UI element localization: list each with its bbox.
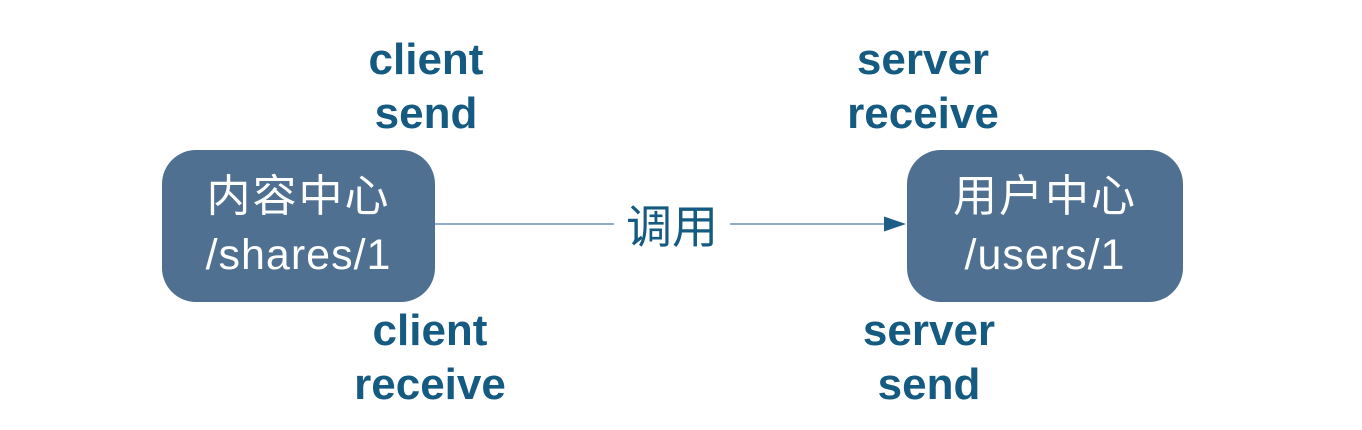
node-content-center-title: 内容中心: [206, 172, 391, 221]
arrow-head-icon: [884, 216, 906, 232]
label-client-send-line1: client: [368, 35, 484, 84]
label-server-receive-line1: server: [856, 35, 990, 84]
label-client-send: client send: [369, 33, 484, 141]
label-server-send: server send: [863, 304, 995, 412]
label-server-send-line1: server: [862, 306, 996, 355]
label-client-receive-line1: client: [372, 306, 488, 355]
label-server-receive: server receive: [847, 33, 999, 141]
node-content-center: 内容中心 /shares/1: [162, 150, 435, 302]
label-client-receive: client receive: [354, 304, 506, 412]
label-client-receive-line2: receive: [354, 360, 506, 409]
label-server-receive-line2: receive: [847, 89, 999, 138]
node-content-center-path: /shares/1: [205, 231, 392, 279]
node-user-center: 用户中心 /users/1: [907, 150, 1183, 302]
edge-label-call: 调用: [614, 191, 730, 257]
node-user-center-title: 用户中心: [953, 172, 1137, 221]
node-user-center-path: /users/1: [964, 231, 1126, 279]
label-server-send-line2: send: [877, 360, 981, 409]
label-client-send-line2: send: [374, 89, 478, 138]
